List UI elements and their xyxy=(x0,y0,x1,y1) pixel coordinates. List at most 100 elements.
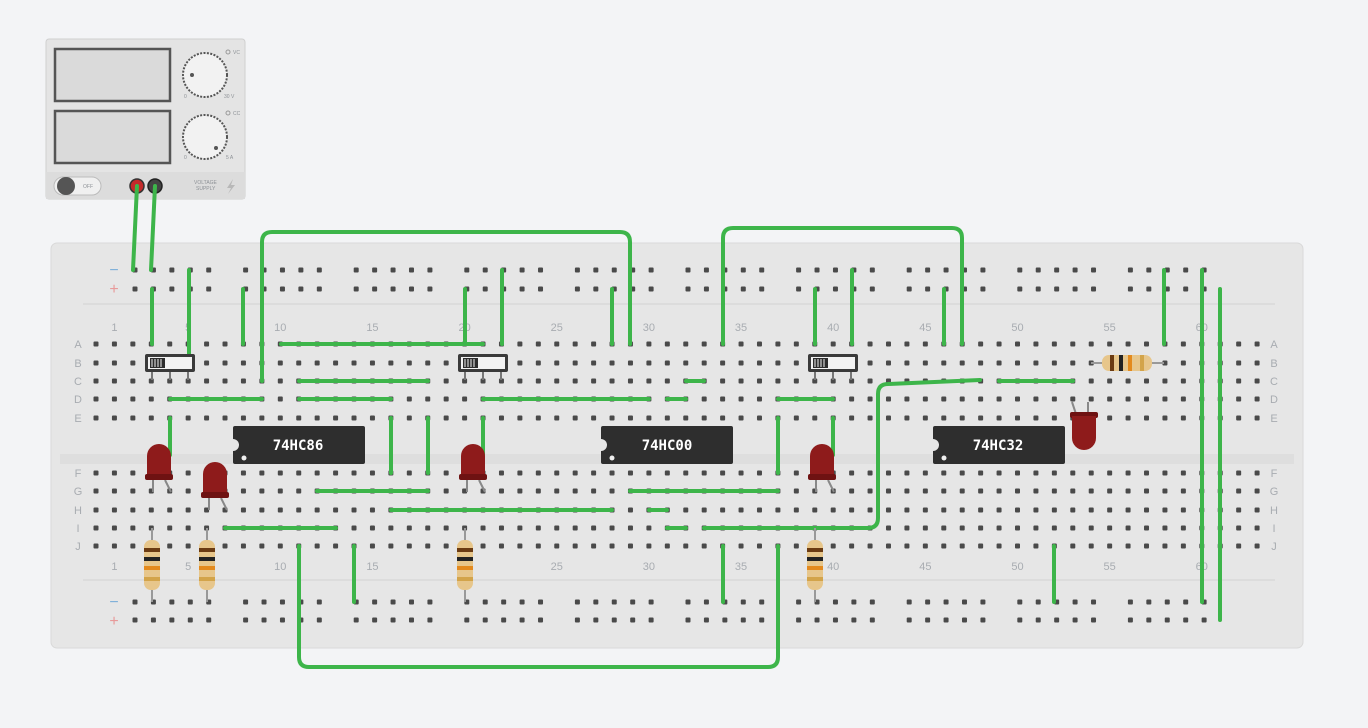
breadboard-hole[interactable] xyxy=(204,341,210,347)
breadboard-hole[interactable] xyxy=(646,378,652,384)
breadboard-hole[interactable] xyxy=(591,341,597,347)
breadboard-hole[interactable] xyxy=(814,617,820,623)
voltage-knob[interactable] xyxy=(182,52,228,98)
breadboard-hole[interactable] xyxy=(130,507,136,513)
breadboard-hole[interactable] xyxy=(277,378,283,384)
breadboard-hole[interactable] xyxy=(351,470,357,476)
breadboard-hole[interactable] xyxy=(517,543,523,549)
breadboard-hole[interactable] xyxy=(443,396,449,402)
breadboard-hole[interactable] xyxy=(298,286,304,292)
breadboard-hole[interactable] xyxy=(1162,507,1168,513)
breadboard-hole[interactable] xyxy=(517,415,523,421)
breadboard-hole[interactable] xyxy=(756,360,762,366)
led-icon[interactable] xyxy=(1070,401,1098,450)
breadboard-hole[interactable] xyxy=(1144,415,1150,421)
breadboard-hole[interactable] xyxy=(517,341,523,347)
breadboard-hole[interactable] xyxy=(646,543,652,549)
breadboard-hole[interactable] xyxy=(1035,267,1041,273)
breadboard-hole[interactable] xyxy=(793,341,799,347)
breadboard-hole[interactable] xyxy=(111,543,117,549)
breadboard-hole[interactable] xyxy=(1164,599,1170,605)
breadboard-hole[interactable] xyxy=(996,543,1002,549)
breadboard-hole[interactable] xyxy=(277,470,283,476)
breadboard-hole[interactable] xyxy=(961,599,967,605)
breadboard-hole[interactable] xyxy=(1125,488,1131,494)
breadboard-hole[interactable] xyxy=(849,507,855,513)
breadboard-hole[interactable] xyxy=(978,470,984,476)
breadboard-hole[interactable] xyxy=(167,507,173,513)
breadboard-hole[interactable] xyxy=(941,488,947,494)
breadboard-hole[interactable] xyxy=(187,599,193,605)
breadboard-hole[interactable] xyxy=(869,286,875,292)
breadboard-hole[interactable] xyxy=(832,599,838,605)
breadboard-hole[interactable] xyxy=(646,360,652,366)
breadboard-hole[interactable] xyxy=(406,470,412,476)
breadboard-hole[interactable] xyxy=(609,543,615,549)
breadboard-hole[interactable] xyxy=(206,267,212,273)
breadboard-hole[interactable] xyxy=(664,415,670,421)
breadboard-hole[interactable] xyxy=(572,543,578,549)
breadboard-hole[interactable] xyxy=(1201,617,1207,623)
breadboard-hole[interactable] xyxy=(206,286,212,292)
breadboard-hole[interactable] xyxy=(980,286,986,292)
breadboard-hole[interactable] xyxy=(980,267,986,273)
breadboard-hole[interactable] xyxy=(683,360,689,366)
resistor-icon[interactable] xyxy=(457,528,473,602)
breadboard-hole[interactable] xyxy=(111,525,117,531)
breadboard-hole[interactable] xyxy=(978,341,984,347)
breadboard-hole[interactable] xyxy=(574,599,580,605)
breadboard-hole[interactable] xyxy=(996,470,1002,476)
breadboard-hole[interactable] xyxy=(664,543,670,549)
breadboard-hole[interactable] xyxy=(1164,617,1170,623)
breadboard-hole[interactable] xyxy=(240,470,246,476)
breadboard-hole[interactable] xyxy=(922,470,928,476)
breadboard-hole[interactable] xyxy=(1107,470,1113,476)
breadboard-hole[interactable] xyxy=(1236,396,1242,402)
breadboard-hole[interactable] xyxy=(703,286,709,292)
breadboard-hole[interactable] xyxy=(1236,543,1242,549)
breadboard-hole[interactable] xyxy=(1033,543,1039,549)
breadboard-hole[interactable] xyxy=(904,470,910,476)
breadboard-hole[interactable] xyxy=(462,488,468,494)
breadboard-hole[interactable] xyxy=(574,267,580,273)
breadboard-hole[interactable] xyxy=(627,543,633,549)
breadboard-hole[interactable] xyxy=(464,617,470,623)
breadboard-hole[interactable] xyxy=(1088,507,1094,513)
breadboard-hole[interactable] xyxy=(369,543,375,549)
breadboard-hole[interactable] xyxy=(759,599,765,605)
breadboard-hole[interactable] xyxy=(740,267,746,273)
breadboard-hole[interactable] xyxy=(1070,360,1076,366)
breadboard-hole[interactable] xyxy=(480,543,486,549)
breadboard-hole[interactable] xyxy=(904,341,910,347)
breadboard-hole[interactable] xyxy=(664,341,670,347)
breadboard-hole[interactable] xyxy=(922,415,928,421)
breadboard-hole[interactable] xyxy=(959,525,965,531)
breadboard-hole[interactable] xyxy=(738,360,744,366)
chip-74hc86[interactable]: 74HC86 xyxy=(233,426,365,464)
breadboard-hole[interactable] xyxy=(572,525,578,531)
breadboard-hole[interactable] xyxy=(793,378,799,384)
breadboard-hole[interactable] xyxy=(1107,525,1113,531)
breadboard-hole[interactable] xyxy=(538,286,544,292)
breadboard-hole[interactable] xyxy=(351,525,357,531)
breadboard-hole[interactable] xyxy=(867,360,873,366)
led-icon[interactable] xyxy=(145,444,173,493)
breadboard-hole[interactable] xyxy=(316,286,322,292)
breadboard-hole[interactable] xyxy=(1144,507,1150,513)
breadboard-hole[interactable] xyxy=(591,488,597,494)
breadboard-hole[interactable] xyxy=(1107,488,1113,494)
breadboard-hole[interactable] xyxy=(316,617,322,623)
breadboard-hole[interactable] xyxy=(885,488,891,494)
breadboard-hole[interactable] xyxy=(1017,267,1023,273)
breadboard-hole[interactable] xyxy=(1236,488,1242,494)
breadboard-hole[interactable] xyxy=(756,543,762,549)
breadboard-hole[interactable] xyxy=(978,507,984,513)
breadboard-hole[interactable] xyxy=(904,543,910,549)
breadboard-hole[interactable] xyxy=(1033,488,1039,494)
breadboard-hole[interactable] xyxy=(1091,286,1097,292)
breadboard-hole[interactable] xyxy=(130,488,136,494)
breadboard-hole[interactable] xyxy=(648,267,654,273)
breadboard-hole[interactable] xyxy=(1144,525,1150,531)
breadboard-hole[interactable] xyxy=(408,286,414,292)
breadboard-hole[interactable] xyxy=(390,599,396,605)
